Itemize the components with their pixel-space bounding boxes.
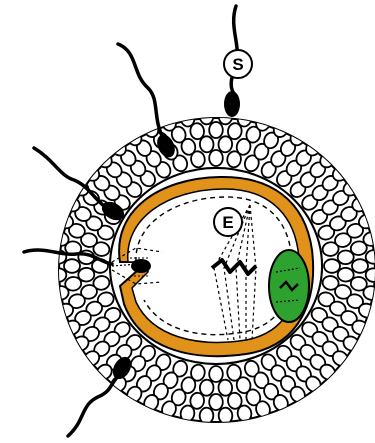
polar-body [269,250,309,322]
follicle-cell [209,394,223,410]
follicle-cell [199,108,214,125]
follicle-cell [324,259,340,273]
egg-label-text: E [222,213,233,232]
egg-label: E [214,208,242,236]
follicle-cell [209,122,223,138]
sperm-label: S [224,50,252,78]
follicle-cell [209,366,223,382]
sperm-label-text: S [232,55,243,74]
follicle-cell [352,259,368,273]
follicle-cell [64,259,80,273]
follicle-cell [209,150,223,166]
